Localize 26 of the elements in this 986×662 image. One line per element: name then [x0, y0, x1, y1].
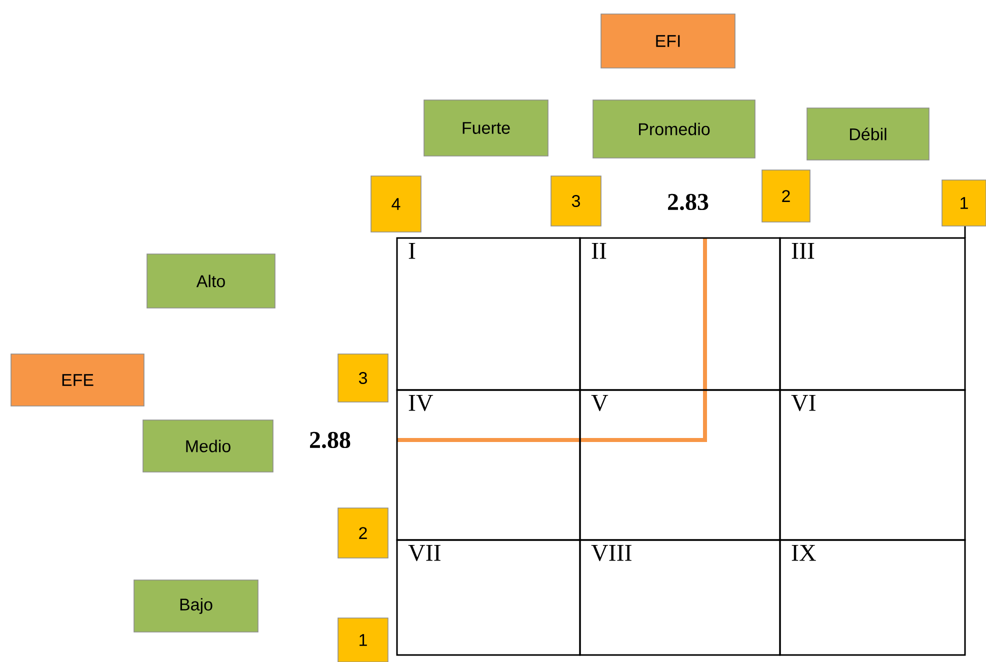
scale-number-box: 1	[942, 180, 986, 226]
matrix-cell: IX	[779, 539, 966, 656]
scale-number-box: 2	[762, 170, 810, 222]
matrix-cell: VI	[779, 389, 966, 541]
heading-box: EFI	[600, 14, 736, 68]
value-label: 2.88	[310, 432, 350, 448]
level-box: Medio	[142, 420, 274, 472]
matrix-cell: VIII	[579, 539, 781, 656]
scale-number-box: 4	[370, 176, 422, 232]
level-box: Bajo	[134, 580, 258, 632]
level-box: Promedio	[592, 100, 756, 158]
scale-number-box: 3	[338, 354, 388, 402]
scale-number-box: 1	[338, 618, 388, 662]
matrix-cell: III	[779, 237, 966, 391]
level-box: Alto	[146, 254, 276, 308]
level-box: Débil	[806, 108, 930, 160]
matrix-cell: I	[396, 237, 581, 391]
level-box: Fuerte	[424, 100, 548, 156]
matrix-cell: V	[579, 389, 781, 541]
matrix-cell: IV	[396, 389, 581, 541]
scale-number-box: 2	[338, 508, 388, 558]
matrix-cell: II	[579, 237, 781, 391]
scale-number-box: 3	[550, 176, 602, 226]
value-label: 2.83	[668, 194, 708, 210]
heading-box: EFE	[10, 354, 144, 406]
matrix-cell: VII	[396, 539, 581, 656]
